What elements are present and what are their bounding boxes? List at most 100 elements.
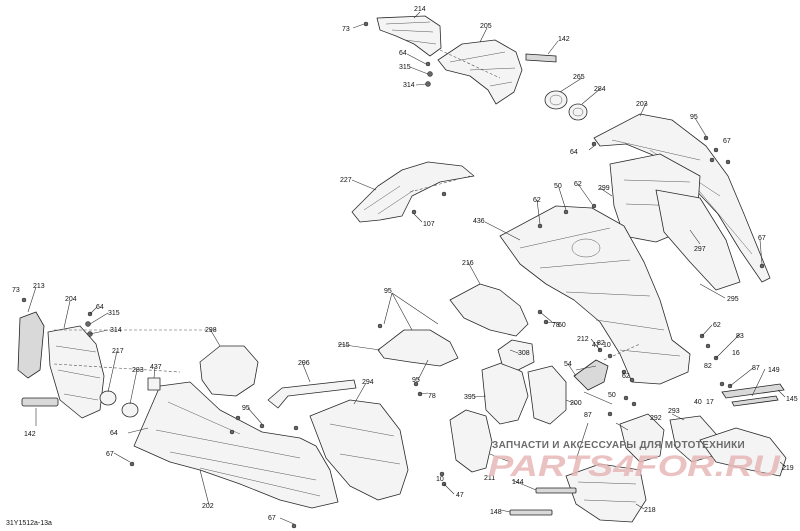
callout-62c: 62 [713,322,721,329]
callout-47b: 47 [456,492,464,499]
callout-298: 298 [205,327,217,334]
callout-308: 308 [518,350,530,357]
callout-67b: 67 [758,235,766,242]
callout-50b: 50 [608,392,616,399]
callout-205: 205 [480,23,492,30]
callout-211: 211 [484,475,495,482]
part-214 [376,15,442,57]
part-297 [655,189,741,291]
callout-54: 54 [564,361,572,368]
callout-95d: 95 [242,405,250,412]
callout-73b: 73 [12,287,20,294]
callout-204: 204 [65,296,77,303]
callout-212: 212 [577,336,589,343]
callout-67d: 67 [268,515,276,522]
callout-142b: 142 [24,431,36,438]
part-149 [731,395,779,407]
part-213 [17,311,45,379]
callout-296: 296 [298,360,310,367]
callout-47a: 47 [592,342,600,349]
callout-95b: 95 [384,288,392,295]
callout-67a: 67 [723,138,731,145]
callout-78a: 78 [552,322,560,329]
part-292 [619,413,665,463]
part-212 [573,359,609,391]
part-265 [544,90,568,110]
callout-437: 437 [150,364,162,371]
part-217 [99,390,117,406]
part-148 [509,509,553,516]
callout-64c: 64 [96,304,104,311]
callout-227: 227 [340,177,352,184]
callout-395: 395 [464,394,476,401]
callout-labels: 214 73 205 142 64 315 314 265 284 203 95… [12,6,798,522]
callout-107: 107 [423,221,435,228]
part-216 [449,283,529,337]
part-308 [497,339,535,371]
callout-295: 295 [727,296,739,303]
callout-95c: 95 [412,377,420,384]
watermark-tagline: ЗАПЧАСТИ И АКСЕССУАРЫ ДЛЯ МОТОТЕХНИКИ [492,440,745,451]
callout-87b: 87 [584,412,592,419]
callout-50a: 50 [554,183,562,190]
callout-62a: 62 [574,181,582,188]
part-436 [499,205,691,385]
part-296 [267,379,357,409]
callout-213: 213 [33,283,45,290]
part-284 [568,103,588,121]
part-200 [527,365,567,425]
part-215 [377,329,459,367]
leader-lines [27,11,787,525]
parts-layer [17,15,787,523]
part-204 [47,325,105,419]
part-218 [565,463,647,523]
callout-218: 218 [644,507,656,514]
part-283 [121,402,139,418]
callout-292: 292 [650,415,662,422]
part-142-top [525,53,557,63]
callout-293: 293 [668,408,680,415]
callout-436: 436 [473,218,485,225]
callout-315b: 315 [108,310,120,317]
callout-87a: 87 [752,365,760,372]
callout-284: 284 [594,86,606,93]
callout-215: 215 [338,342,350,349]
part-395 [481,361,529,425]
callout-64d: 64 [110,430,118,437]
callout-17: 17 [706,399,714,406]
callout-219: 219 [782,465,794,472]
callout-62b: 62 [533,197,541,204]
callout-294: 294 [362,379,374,386]
callout-315: 315 [399,64,411,71]
callout-78b: 78 [428,393,436,400]
callout-82b: 82 [704,363,712,370]
callout-64b: 64 [570,149,578,156]
diagram-code: 31Y1512a-13a [6,520,52,527]
callout-64: 64 [399,50,407,57]
watermark-logo: PARTS4FOR.RU [488,450,782,483]
callout-214: 214 [414,6,426,13]
part-437 [147,377,161,391]
callout-145: 145 [786,396,798,403]
callout-314b: 314 [110,327,122,334]
callout-10a: 10 [603,342,611,349]
callout-67c: 67 [106,451,114,458]
callout-144: 144 [512,479,524,486]
part-203 [593,113,771,283]
callout-314: 314 [403,82,415,89]
callout-73: 73 [342,26,350,33]
callout-95a: 95 [690,114,698,121]
part-145 [721,383,785,399]
part-205 [437,39,523,105]
callout-299: 299 [598,185,610,192]
callout-142: 142 [558,36,570,43]
callout-265: 265 [573,74,585,81]
part-227 [351,161,475,223]
callout-202: 202 [202,503,214,510]
alignment-lines [53,49,641,373]
callout-82a: 82 [597,340,605,347]
callout-148: 148 [490,509,502,516]
callout-149: 149 [768,367,780,374]
callout-10b: 10 [436,476,444,483]
